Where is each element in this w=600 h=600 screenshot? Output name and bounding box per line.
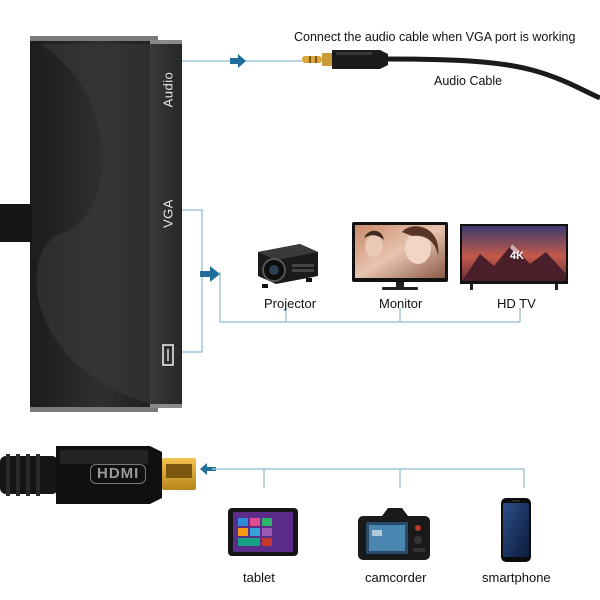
camcorder-image — [358, 506, 430, 562]
device-label-monitor: Monitor — [379, 296, 423, 311]
port-label-vga: VGA — [160, 199, 176, 228]
audio-jack-plug — [302, 40, 600, 100]
smartphone-image — [501, 498, 531, 562]
tv-4k-badge: 4K — [510, 250, 525, 262]
hdmi-plug-logo: HDMI — [90, 464, 147, 484]
audio-instruction-note: Connect the audio cable when VGA port is… — [294, 30, 576, 44]
audio-arrow-icon — [230, 54, 246, 68]
adapter-body — [0, 34, 190, 414]
source-connection-lines — [212, 462, 530, 492]
hdmi-plug — [0, 440, 200, 512]
device-label-hdtv: HD TV — [497, 296, 536, 311]
projector-image — [250, 232, 322, 290]
audio-cable-label: Audio Cable — [434, 74, 503, 88]
device-label-camcorder: camcorder — [365, 570, 427, 585]
hdmi-port-icon — [161, 344, 175, 366]
tablet-image — [228, 508, 298, 560]
device-label-projector: Projector — [264, 296, 317, 311]
vga-arrow-icon — [200, 266, 220, 282]
device-label-tablet: tablet — [243, 570, 275, 585]
device-label-smartphone: smartphone — [482, 570, 551, 585]
port-label-audio: Audio — [160, 71, 176, 108]
vga-connection-lines — [182, 208, 527, 358]
monitor-image — [352, 222, 448, 292]
hdmi-input-arrow-icon — [200, 463, 216, 475]
hdtv-image — [460, 224, 568, 292]
